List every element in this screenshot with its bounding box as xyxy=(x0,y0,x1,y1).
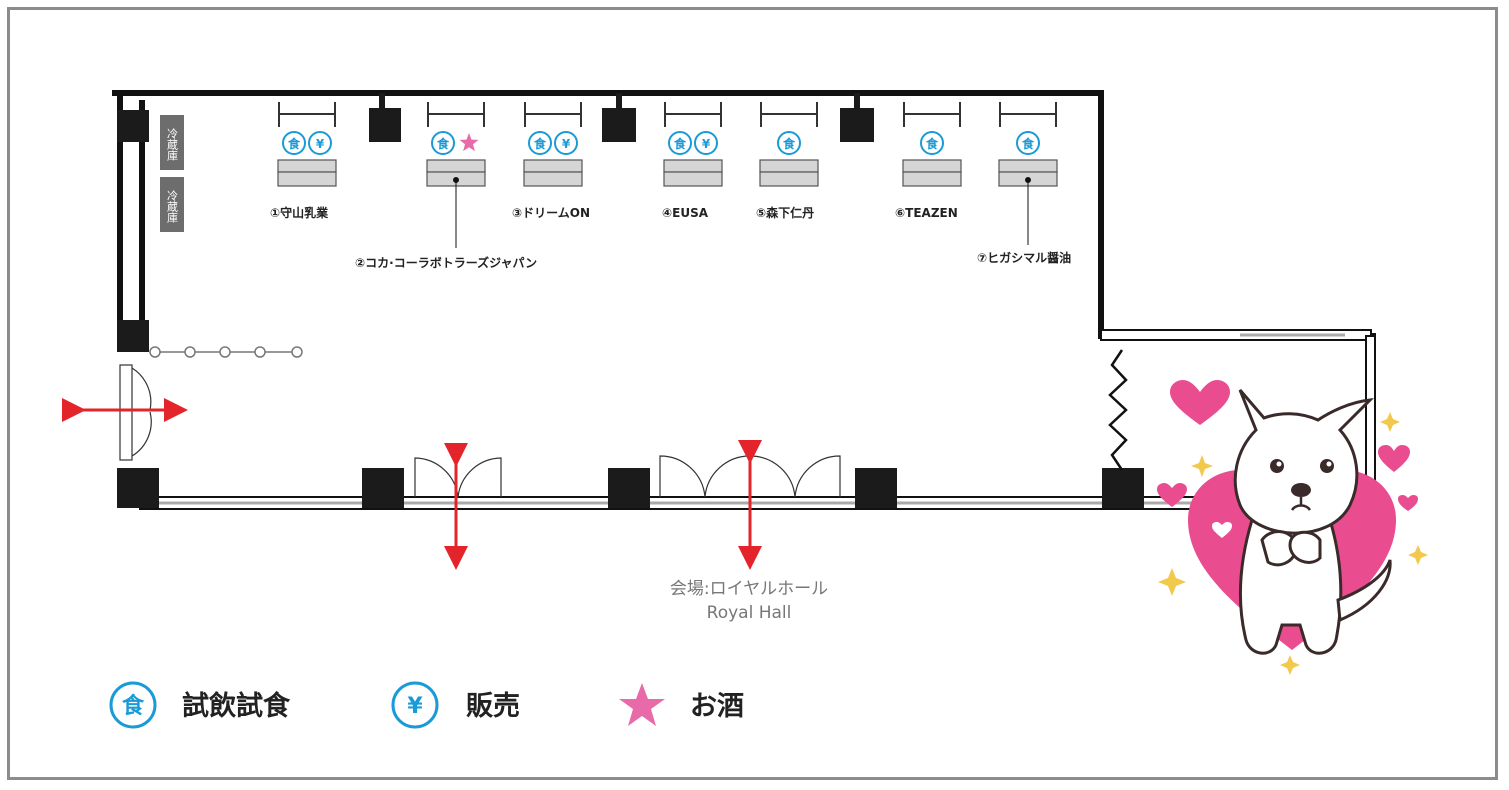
food-icon: 食 xyxy=(282,131,306,155)
booth-counter xyxy=(998,159,1058,173)
booths: 食¥食食¥食¥食食食 xyxy=(277,102,1058,187)
booth-4: 食¥ xyxy=(663,102,723,187)
booth-counter xyxy=(523,159,583,173)
fridge-label-1: 冷蔵庫 xyxy=(166,128,179,162)
svg-text:食: 食 xyxy=(925,136,939,151)
legend-item-star: お酒 xyxy=(619,683,744,726)
partition-poles xyxy=(149,346,303,358)
booth-counter xyxy=(523,171,583,187)
venue-name-en: Royal Hall xyxy=(707,603,792,623)
yen-icon: ¥ xyxy=(391,681,439,729)
booth-1: 食¥ xyxy=(277,102,337,187)
yen-icon: ¥ xyxy=(554,131,578,155)
dog-mascot-illustration xyxy=(1157,380,1428,675)
food-icon: 食 xyxy=(920,131,944,155)
left-door xyxy=(119,364,152,461)
svg-text:食: 食 xyxy=(533,136,547,151)
entrance-arrows xyxy=(62,398,762,570)
booth-counter xyxy=(759,159,819,173)
svg-text:食: 食 xyxy=(287,136,301,151)
booth-counter xyxy=(277,171,337,187)
booth-label-2: ②コカ·コーラボトラーズジャパン xyxy=(355,255,537,270)
booth-label-1: ①守山乳業 xyxy=(270,205,329,220)
yen-icon: ¥ xyxy=(308,131,332,155)
booth-label-7: ⑦ヒガシマル醤油 xyxy=(977,250,1071,265)
svg-text:¥: ¥ xyxy=(702,137,711,151)
accordion-partition xyxy=(1108,349,1128,471)
booth-label-6: ⑥TEAZEN xyxy=(895,206,958,220)
booth-7: 食 xyxy=(998,102,1058,187)
fridges: 冷蔵庫 冷蔵庫 xyxy=(160,115,184,232)
legend-item-yen: ¥ 販売 xyxy=(391,681,520,729)
heart-icon xyxy=(1157,483,1187,507)
booth-label-5: ⑤森下仁丹 xyxy=(756,205,814,220)
svg-text:食: 食 xyxy=(1021,136,1035,151)
booth-6: 食 xyxy=(902,102,962,187)
legend: 食 試飲試食 ¥ 販売 お酒 xyxy=(109,681,744,729)
fridge-label-2: 冷蔵庫 xyxy=(166,190,179,224)
star-icon xyxy=(459,133,479,152)
booth-counter xyxy=(426,159,486,173)
booth-2: 食 xyxy=(426,102,486,187)
food-icon: 食 xyxy=(109,681,157,729)
svg-text:¥: ¥ xyxy=(562,137,571,151)
booth-counter xyxy=(277,159,337,173)
svg-text:食: 食 xyxy=(436,136,450,151)
food-icon: 食 xyxy=(777,131,801,155)
booth-label-3: ③ドリームON xyxy=(512,206,590,220)
pillars xyxy=(117,93,1144,508)
booth-counter xyxy=(759,171,819,187)
sparkle-icons xyxy=(1158,412,1428,675)
booth-labels: ①守山乳業 ②コカ·コーラボトラーズジャパン ③ドリームON ④EUSA ⑤森下… xyxy=(270,205,1071,270)
svg-text:¥: ¥ xyxy=(316,137,325,151)
booth-counter xyxy=(663,171,723,187)
legend-label-food: 試飲試食 xyxy=(182,690,291,722)
food-icon: 食 xyxy=(668,131,692,155)
svg-text:食: 食 xyxy=(122,693,145,719)
legend-label-yen: 販売 xyxy=(466,691,520,722)
food-icon: 食 xyxy=(528,131,552,155)
booth-counter xyxy=(902,159,962,173)
food-icon: 食 xyxy=(1016,131,1040,155)
heart-icon xyxy=(1170,380,1230,425)
svg-text:食: 食 xyxy=(782,136,796,151)
booth-counter xyxy=(663,159,723,173)
booth-label-4: ④EUSA xyxy=(662,206,709,220)
heart-icon xyxy=(1398,495,1418,511)
yen-icon: ¥ xyxy=(694,131,718,155)
map-frame xyxy=(7,7,1498,780)
svg-text:食: 食 xyxy=(673,136,687,151)
star-icon xyxy=(619,683,665,726)
booth-3: 食¥ xyxy=(523,102,583,187)
legend-item-food: 食 試飲試食 xyxy=(109,681,291,729)
svg-text:¥: ¥ xyxy=(407,694,423,719)
legend-label-star: お酒 xyxy=(690,691,744,722)
heart-icon xyxy=(1378,445,1410,472)
leader-lines xyxy=(453,177,1031,248)
venue-name-ja: 会場:ロイヤルホール xyxy=(670,579,828,599)
food-icon: 食 xyxy=(431,131,455,155)
booth-5: 食 xyxy=(759,102,819,187)
booth-counter xyxy=(902,171,962,187)
